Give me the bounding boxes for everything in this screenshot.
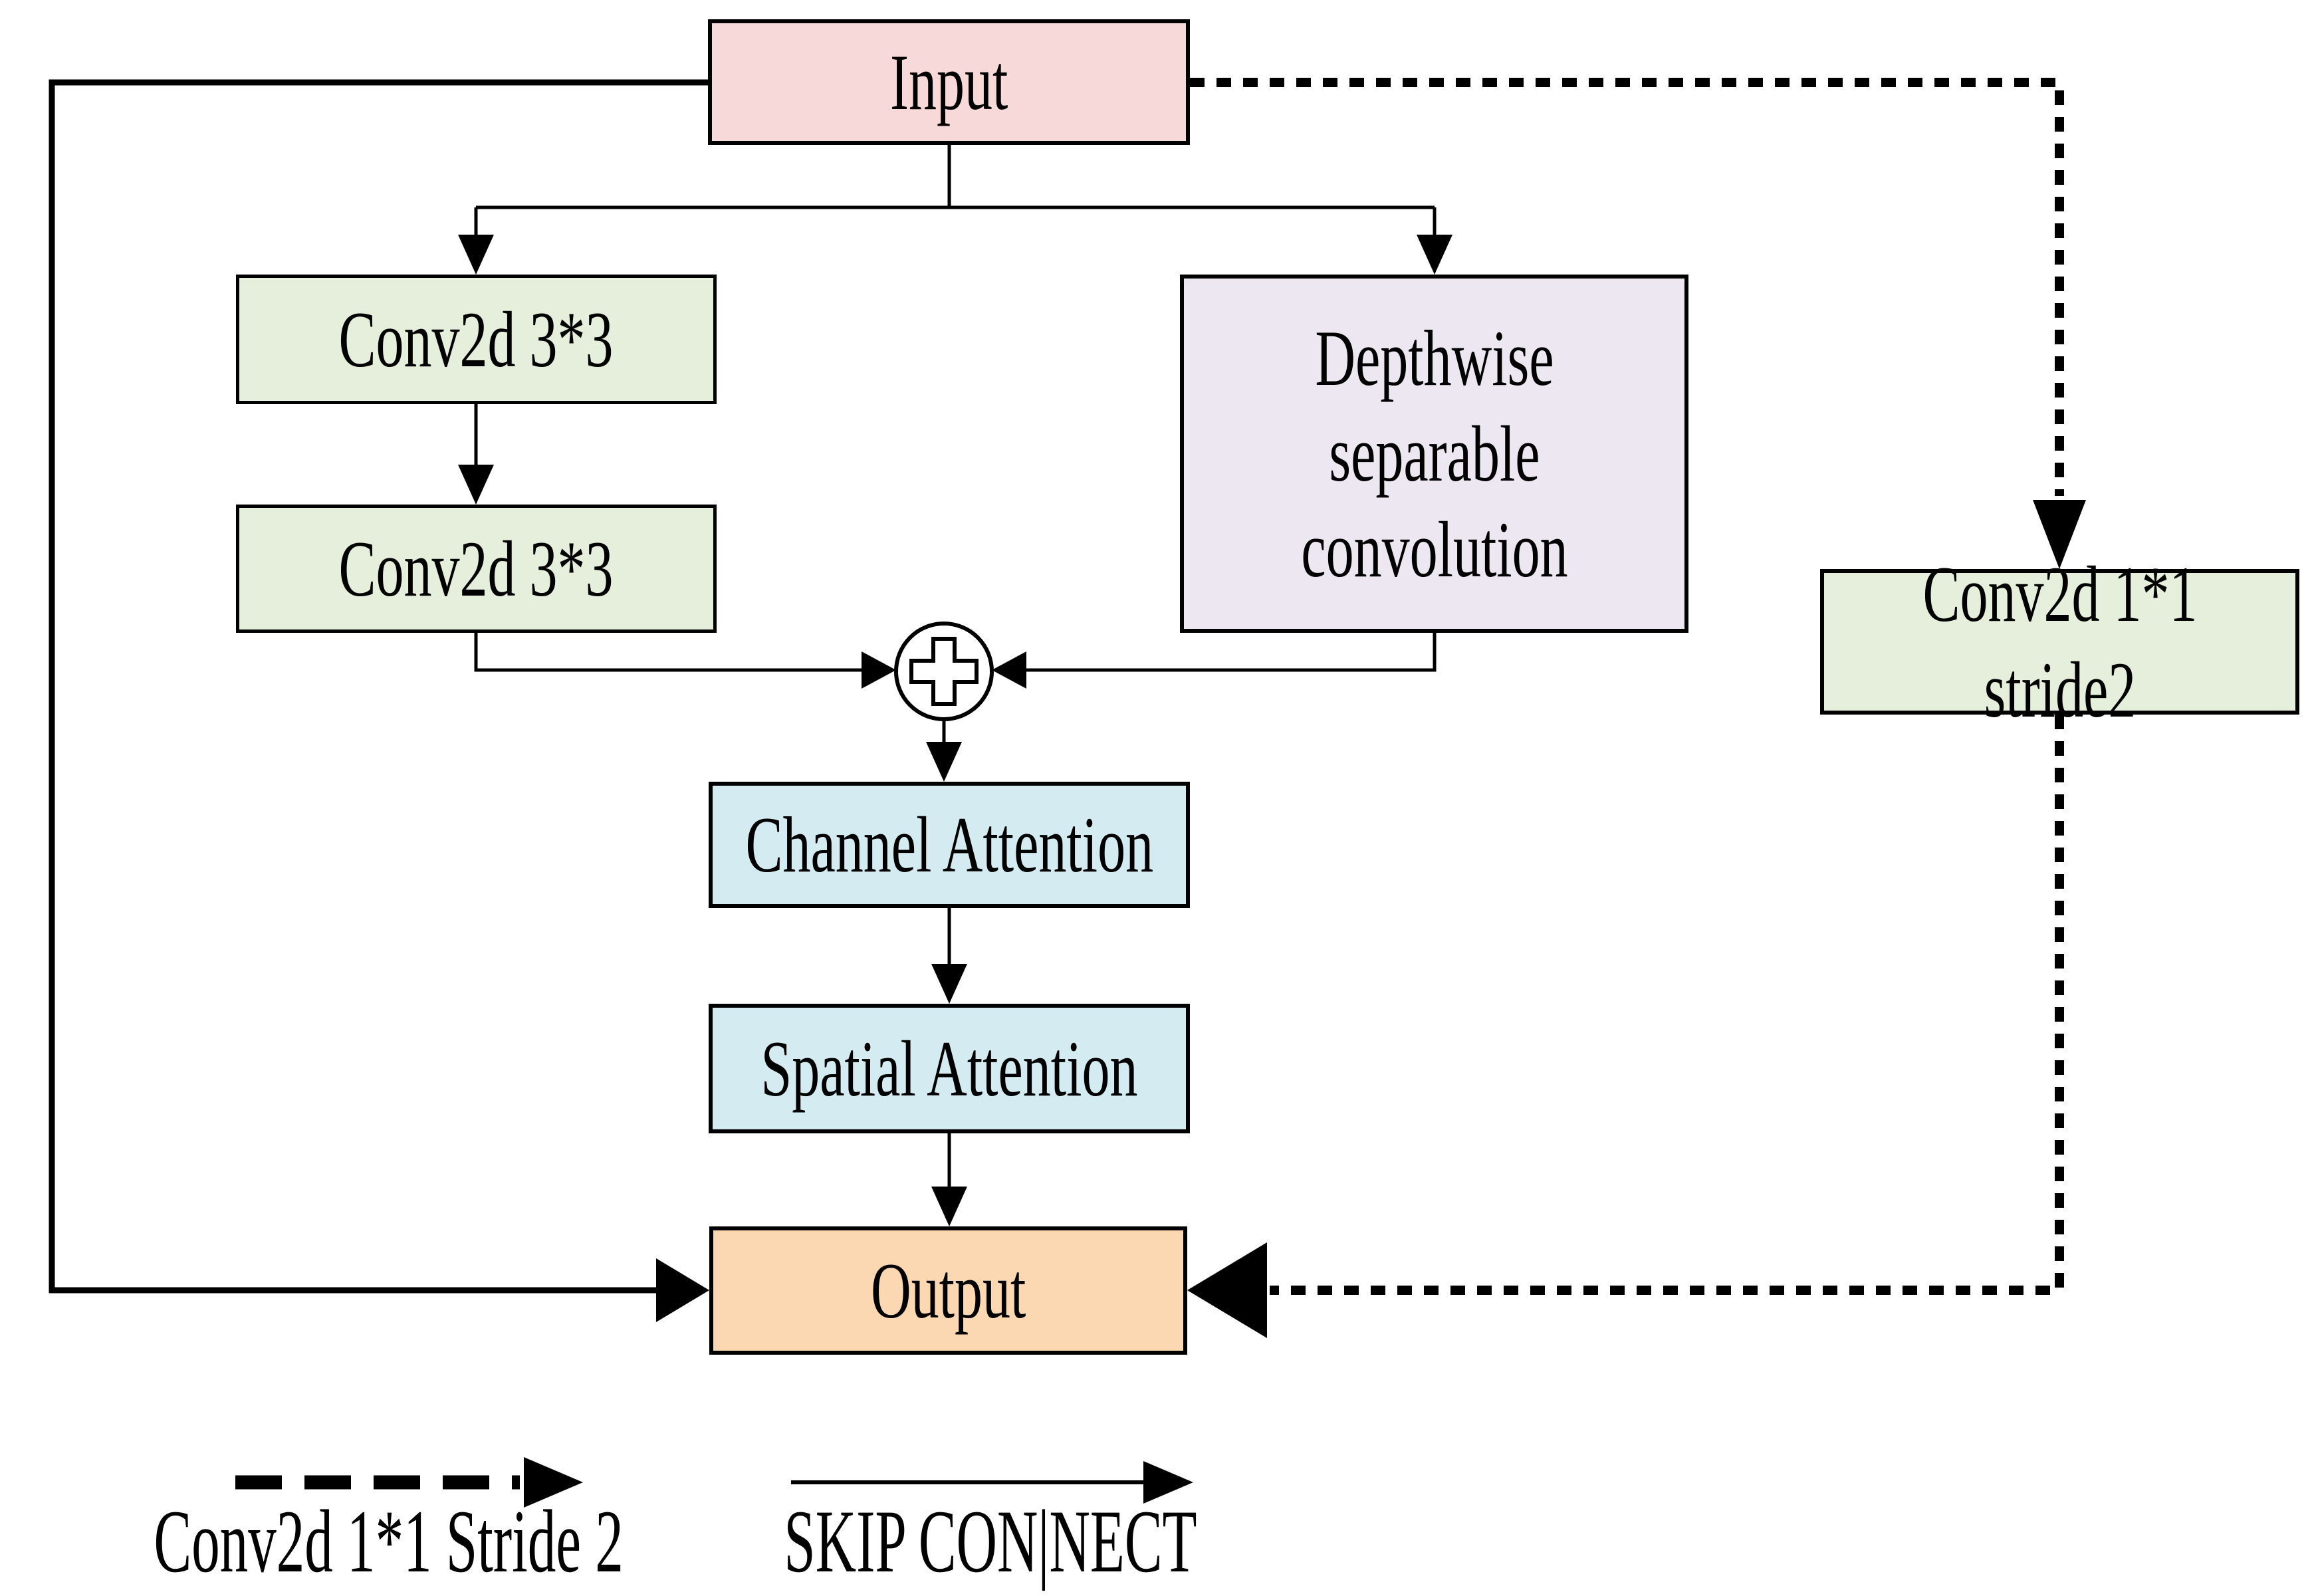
- arrowhead-to-output-left: [656, 1258, 709, 1322]
- spatial-attention-node: Spatial Attention: [709, 1004, 1190, 1133]
- depthwise-add-edge: [992, 633, 1437, 689]
- add-operator-icon: [894, 622, 994, 721]
- arrowhead-to-output-right: [1187, 1242, 1267, 1338]
- legend-label-skip-connect: SKIP CON|NECT: [784, 1492, 1197, 1591]
- input-label: Input: [889, 37, 1008, 126]
- depthwise-separable-conv-node: Depthwise separable convolution: [1180, 275, 1688, 633]
- depthwise-separable-conv-label: Depthwise separable convolution: [1300, 313, 1568, 594]
- arrowhead-to-output-top: [931, 1187, 967, 1226]
- arrowhead-to-channel: [926, 742, 962, 782]
- skip-connect-edge: [49, 79, 709, 1322]
- conv2d-3x3-label-2: Conv2d 3*3: [338, 524, 614, 613]
- conv2-add-edge: [474, 633, 896, 689]
- legend-item-skip-connect: SKIP CON|NECT: [655, 1492, 1326, 1591]
- conv11-output-dotted-edge: [1187, 715, 2064, 1338]
- input-node: Input: [708, 19, 1190, 145]
- arrowhead-to-conv2: [458, 465, 494, 505]
- arrowhead-to-spatial: [931, 964, 967, 1004]
- conv2d-3x3-node-1: Conv2d 3*3: [236, 275, 717, 404]
- legend-label-conv1x1-stride2: Conv2d 1*1 Stride 2: [154, 1492, 624, 1591]
- input-conv11-dotted-edge: [1190, 78, 2086, 569]
- channel-attention-node: Channel Attention: [709, 782, 1190, 908]
- conv2d-3x3-node-2: Conv2d 3*3: [236, 505, 717, 633]
- output-label: Output: [870, 1246, 1026, 1335]
- arrowhead-to-add-left: [862, 651, 896, 689]
- spatial-attention-label: Spatial Attention: [760, 1024, 1138, 1113]
- conv2d-1x1-stride2-label: Conv2d 1*1 stride2: [1922, 549, 2198, 734]
- legend-solid-arrow: [791, 1461, 1193, 1504]
- arrowhead-to-add-right: [992, 651, 1026, 689]
- channel-attention-label: Channel Attention: [745, 800, 1153, 889]
- arrowhead-to-depthwise: [1417, 235, 1452, 275]
- conv2d-1x1-stride2-node: Conv2d 1*1 stride2: [1820, 550, 2299, 734]
- arrowhead-to-conv11: [2033, 500, 2086, 569]
- add-channel-edge: [926, 719, 962, 782]
- branch-split-edge: [458, 143, 1452, 275]
- legend-dashed-arrow: [235, 1457, 583, 1508]
- conv2d-3x3-label-1: Conv2d 3*3: [338, 294, 614, 384]
- conv1-conv2-edge: [458, 404, 494, 505]
- legend-item-conv1x1-stride2: Conv2d 1*1 Stride 2: [53, 1492, 725, 1591]
- spatial-output-edge: [931, 1133, 967, 1226]
- output-node: Output: [709, 1226, 1187, 1355]
- arrowhead-to-conv1: [458, 235, 494, 275]
- channel-spatial-edge: [931, 908, 967, 1004]
